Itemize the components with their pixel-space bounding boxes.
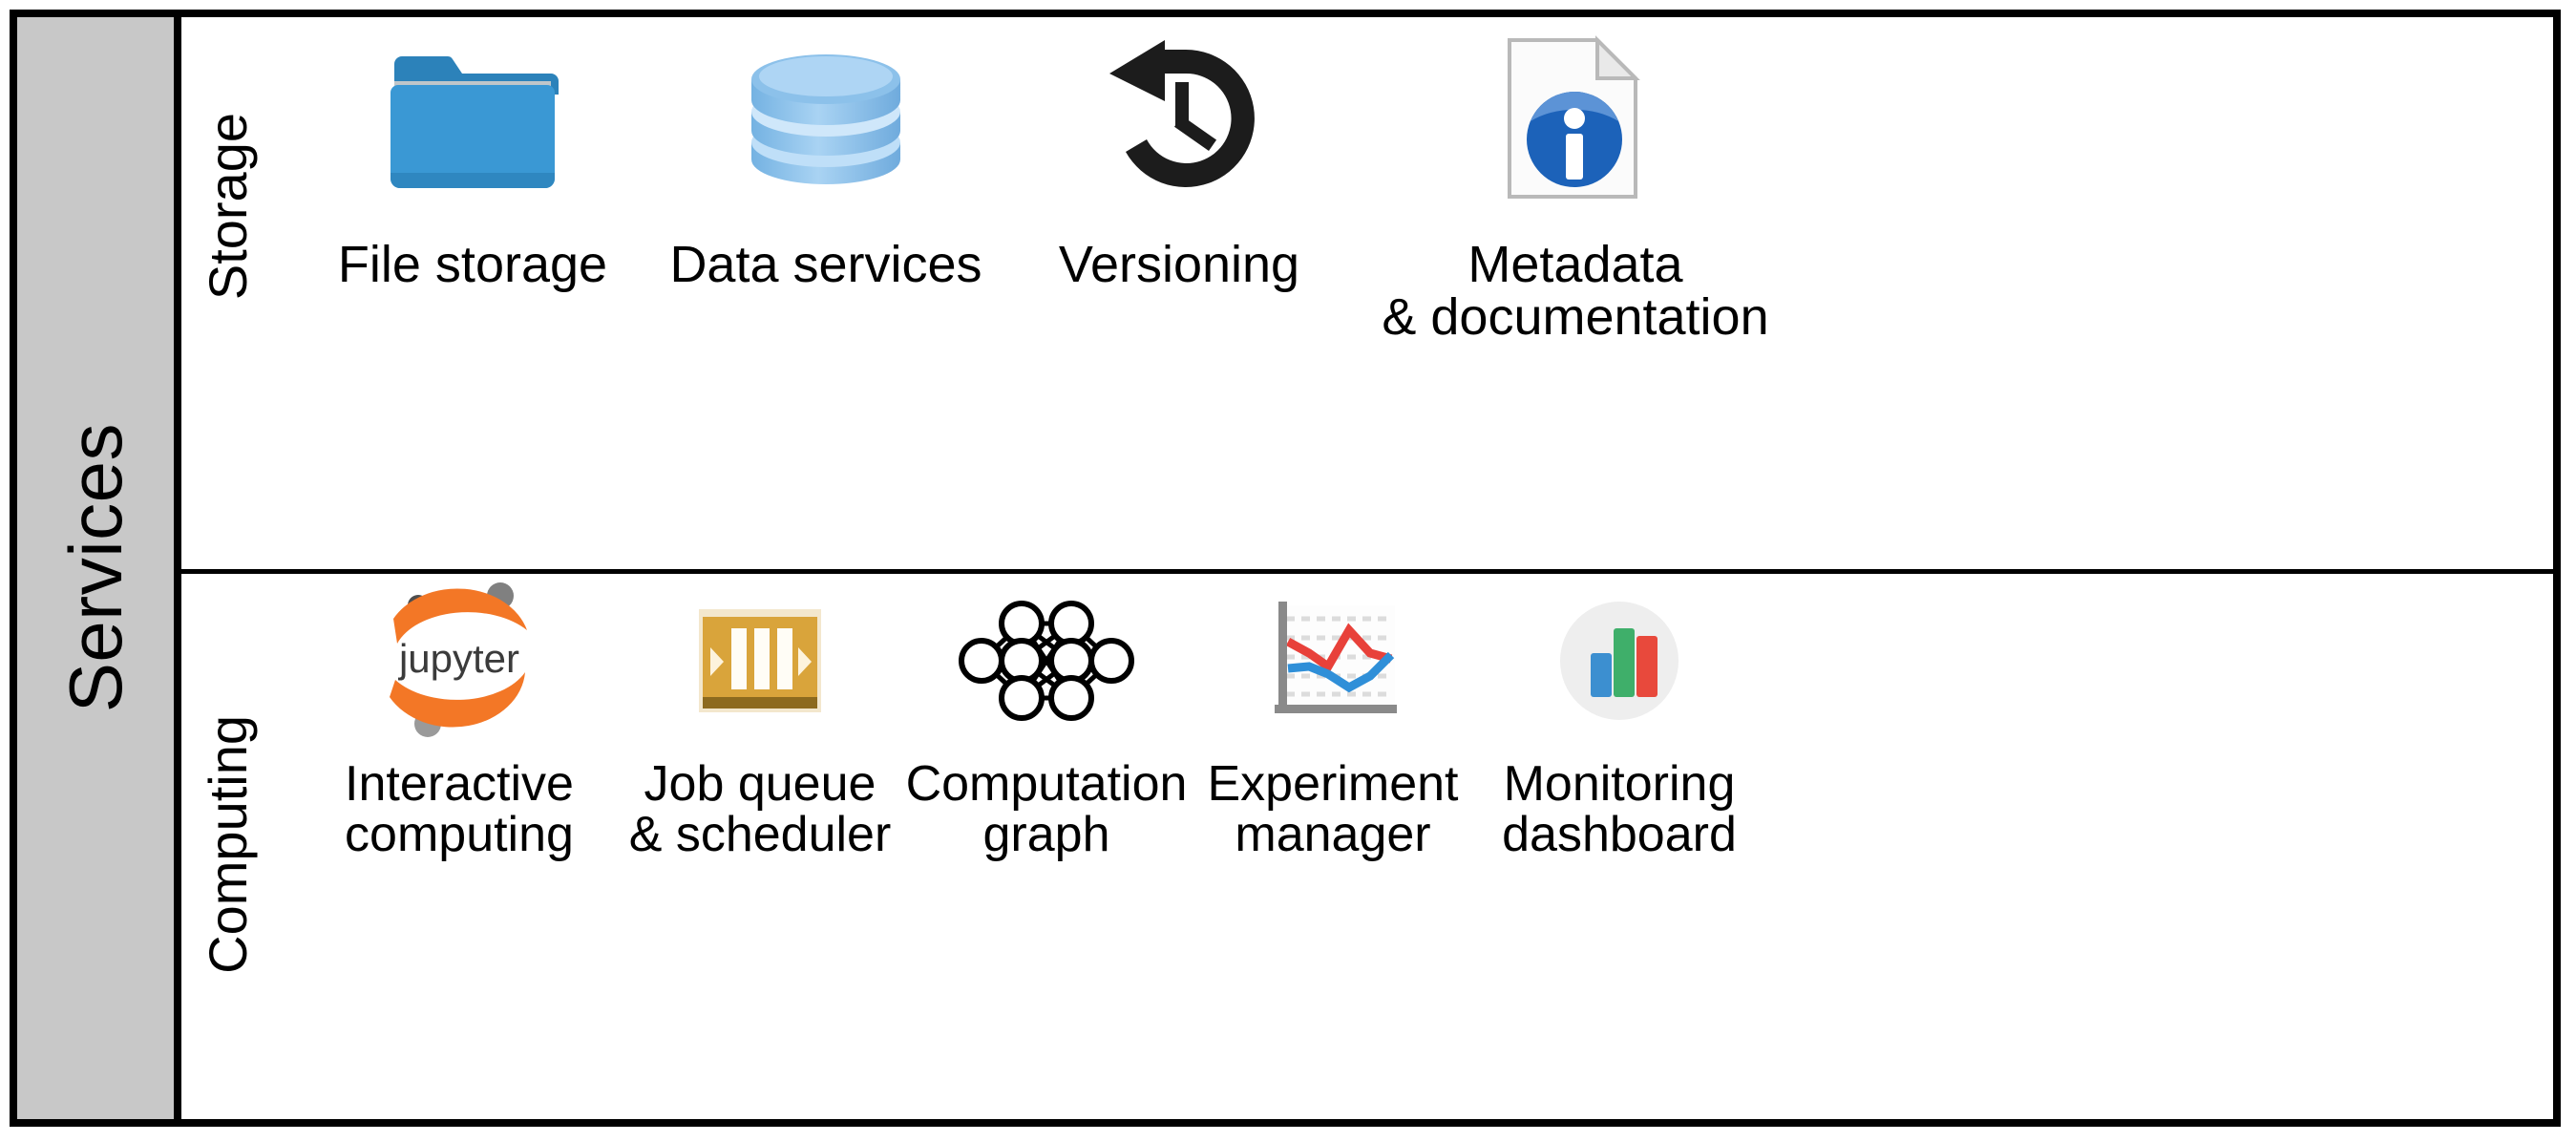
item-label: Computation graph bbox=[905, 755, 1188, 862]
category-rows: Storage File storage bbox=[181, 17, 2553, 1119]
item-label: File storage bbox=[337, 236, 608, 293]
line-chart-icon bbox=[1265, 580, 1401, 742]
item-label: Experiment manager bbox=[1207, 755, 1459, 862]
item-label: Monitoring dashboard bbox=[1502, 755, 1737, 862]
item-data-services[interactable]: Data services bbox=[649, 23, 1003, 291]
folder-icon bbox=[387, 23, 559, 214]
row-label-cell-storage: Storage bbox=[181, 17, 273, 569]
item-label: Versioning bbox=[1058, 236, 1300, 293]
row-storage: Storage File storage bbox=[181, 17, 2553, 574]
neural-network-icon bbox=[959, 580, 1134, 742]
item-job-queue[interactable]: Job queue & scheduler bbox=[617, 580, 903, 860]
jupyter-wordmark: jupyter bbox=[397, 636, 519, 681]
computing-items: jupyter Interactive computing bbox=[273, 574, 2553, 1119]
item-label: Job queue & scheduler bbox=[628, 755, 892, 862]
jupyter-logo-icon: jupyter bbox=[369, 580, 550, 742]
item-versioning[interactable]: Versioning bbox=[1003, 23, 1356, 291]
row-label-computing: Computing bbox=[197, 714, 258, 974]
row-computing: Computing jupyter I bbox=[181, 574, 2553, 1119]
item-metadata-documentation[interactable]: Metadata & documentation bbox=[1356, 23, 1795, 344]
document-info-icon bbox=[1502, 23, 1649, 214]
item-interactive-computing[interactable]: jupyter Interactive computing bbox=[302, 580, 617, 860]
job-queue-icon bbox=[695, 580, 825, 742]
services-figure: Services Storage bbox=[10, 10, 2561, 1127]
bar-chart-icon bbox=[1556, 580, 1682, 742]
services-label: Services bbox=[53, 423, 137, 713]
storage-items: File storage bbox=[273, 17, 2553, 569]
services-band: Services bbox=[17, 17, 181, 1119]
row-label-storage: Storage bbox=[197, 113, 258, 301]
row-label-cell-computing: Computing bbox=[181, 574, 273, 1119]
item-computation-graph[interactable]: Computation graph bbox=[903, 580, 1190, 860]
item-label: Interactive computing bbox=[345, 755, 574, 862]
clock-history-icon bbox=[1090, 23, 1268, 214]
item-label: Data services bbox=[669, 236, 982, 293]
item-label: Metadata & documentation bbox=[1382, 236, 1769, 347]
item-experiment-manager[interactable]: Experiment manager bbox=[1190, 580, 1476, 860]
database-icon bbox=[746, 23, 906, 214]
item-monitoring-dashboard[interactable]: Monitoring dashboard bbox=[1476, 580, 1763, 860]
item-file-storage[interactable]: File storage bbox=[296, 23, 649, 291]
